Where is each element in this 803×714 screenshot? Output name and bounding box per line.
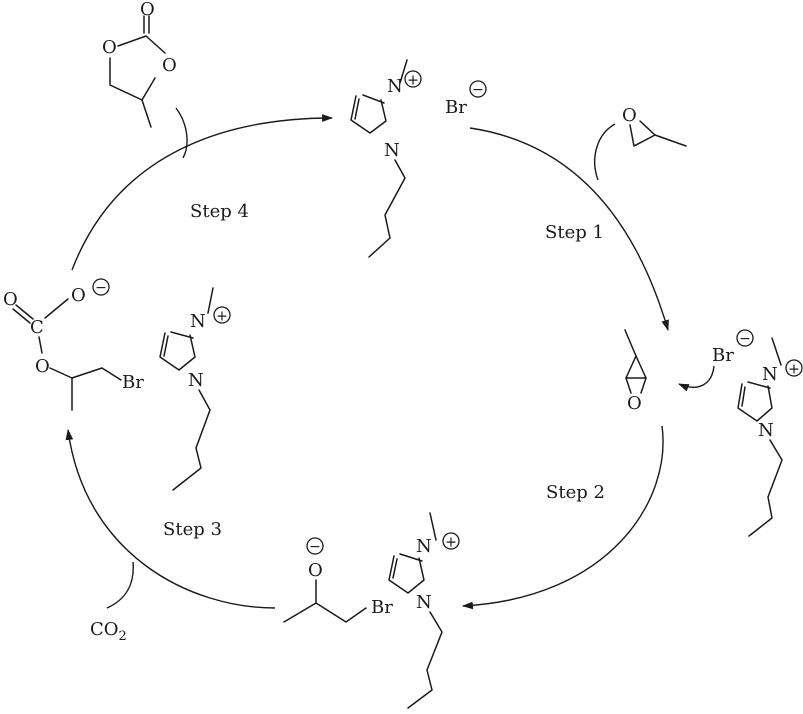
carbonate-intermediate: O O − C O Br [3,278,144,411]
imidazolium-cation-top: N N + [350,59,422,258]
atom-br-right: Br [712,345,734,366]
arrow-step2 [461,425,664,610]
svg-text:+: + [788,362,800,378]
atom-o-carbonyl-left: O [3,289,18,310]
svg-text:+: + [445,535,457,551]
arrow-step1 [469,127,669,332]
svg-text:−: − [95,280,107,296]
atom-br-carbonate: Br [122,372,144,393]
product-exit-curve [175,107,188,159]
atom-n-bottom: N [416,592,432,613]
minus-charge-carbonate [92,278,110,296]
atom-n-left: N [188,370,204,391]
atom-o-ester: O [35,356,50,377]
atom-n-right: N [758,420,774,441]
plus-charge-right [785,359,803,377]
minus-charge-alkoxide [306,537,324,555]
label-step1: Step 1 [545,222,604,243]
imidazolium-cation-right: N N + [737,337,803,537]
propylene-oxide-right: O [624,329,647,414]
imidazolium-cation-bottom: N N + [388,512,460,709]
plus-charge-left [213,306,231,324]
co2-label: CO2 [90,619,127,644]
atom-o-carbonyl: O [140,0,155,20]
label-step2: Step 2 [546,482,605,503]
arrow-step3 [65,428,276,609]
minus-charge-right [736,329,754,347]
propylene-oxide-top: O [622,105,687,147]
propylene-carbonate: O O O [102,0,177,128]
plus-charge-bottom [442,532,460,550]
bromide-top: Br − [445,80,487,118]
alkoxide-bromide: − O Br [283,537,393,623]
atom-br: Br [445,97,467,118]
carbon-dioxide: CO2 [90,619,127,644]
atom-br-alkoxide: Br [371,597,393,618]
atom-o-epoxide-2: O [627,393,642,414]
imidazolium-cation-left: N N + [159,287,231,491]
atom-o-anion: O [71,285,86,306]
svg-text:+: + [407,73,419,89]
label-step3: Step 3 [163,519,222,540]
svg-text:−: − [309,539,321,555]
bromide-right: Br − [712,329,754,366]
atom-n-plus-right: N [762,364,778,385]
svg-text:+: + [216,309,228,325]
atom-c-carbonate: C [30,317,44,338]
atom-n-plus-left: N [190,311,206,332]
atom-o-epoxide: O [622,105,637,126]
atom-o-ring-left: O [102,37,117,58]
svg-text:−: − [739,331,751,347]
svg-text:−: − [472,82,484,98]
label-step4: Step 4 [190,201,249,222]
co2-entry-curve [106,561,134,609]
bromide-attack-arrow [677,365,715,392]
atom-o-alkoxide: O [308,560,323,581]
epoxide-entry-curve [594,123,616,181]
arrow-step4 [71,114,334,271]
atom-n-plus-bottom: N [416,536,432,557]
atom-n-plus: N [387,76,403,97]
atom-n: N [384,140,400,161]
plus-charge [404,70,422,88]
minus-charge [469,80,487,98]
atom-o-ring-right: O [162,55,177,76]
